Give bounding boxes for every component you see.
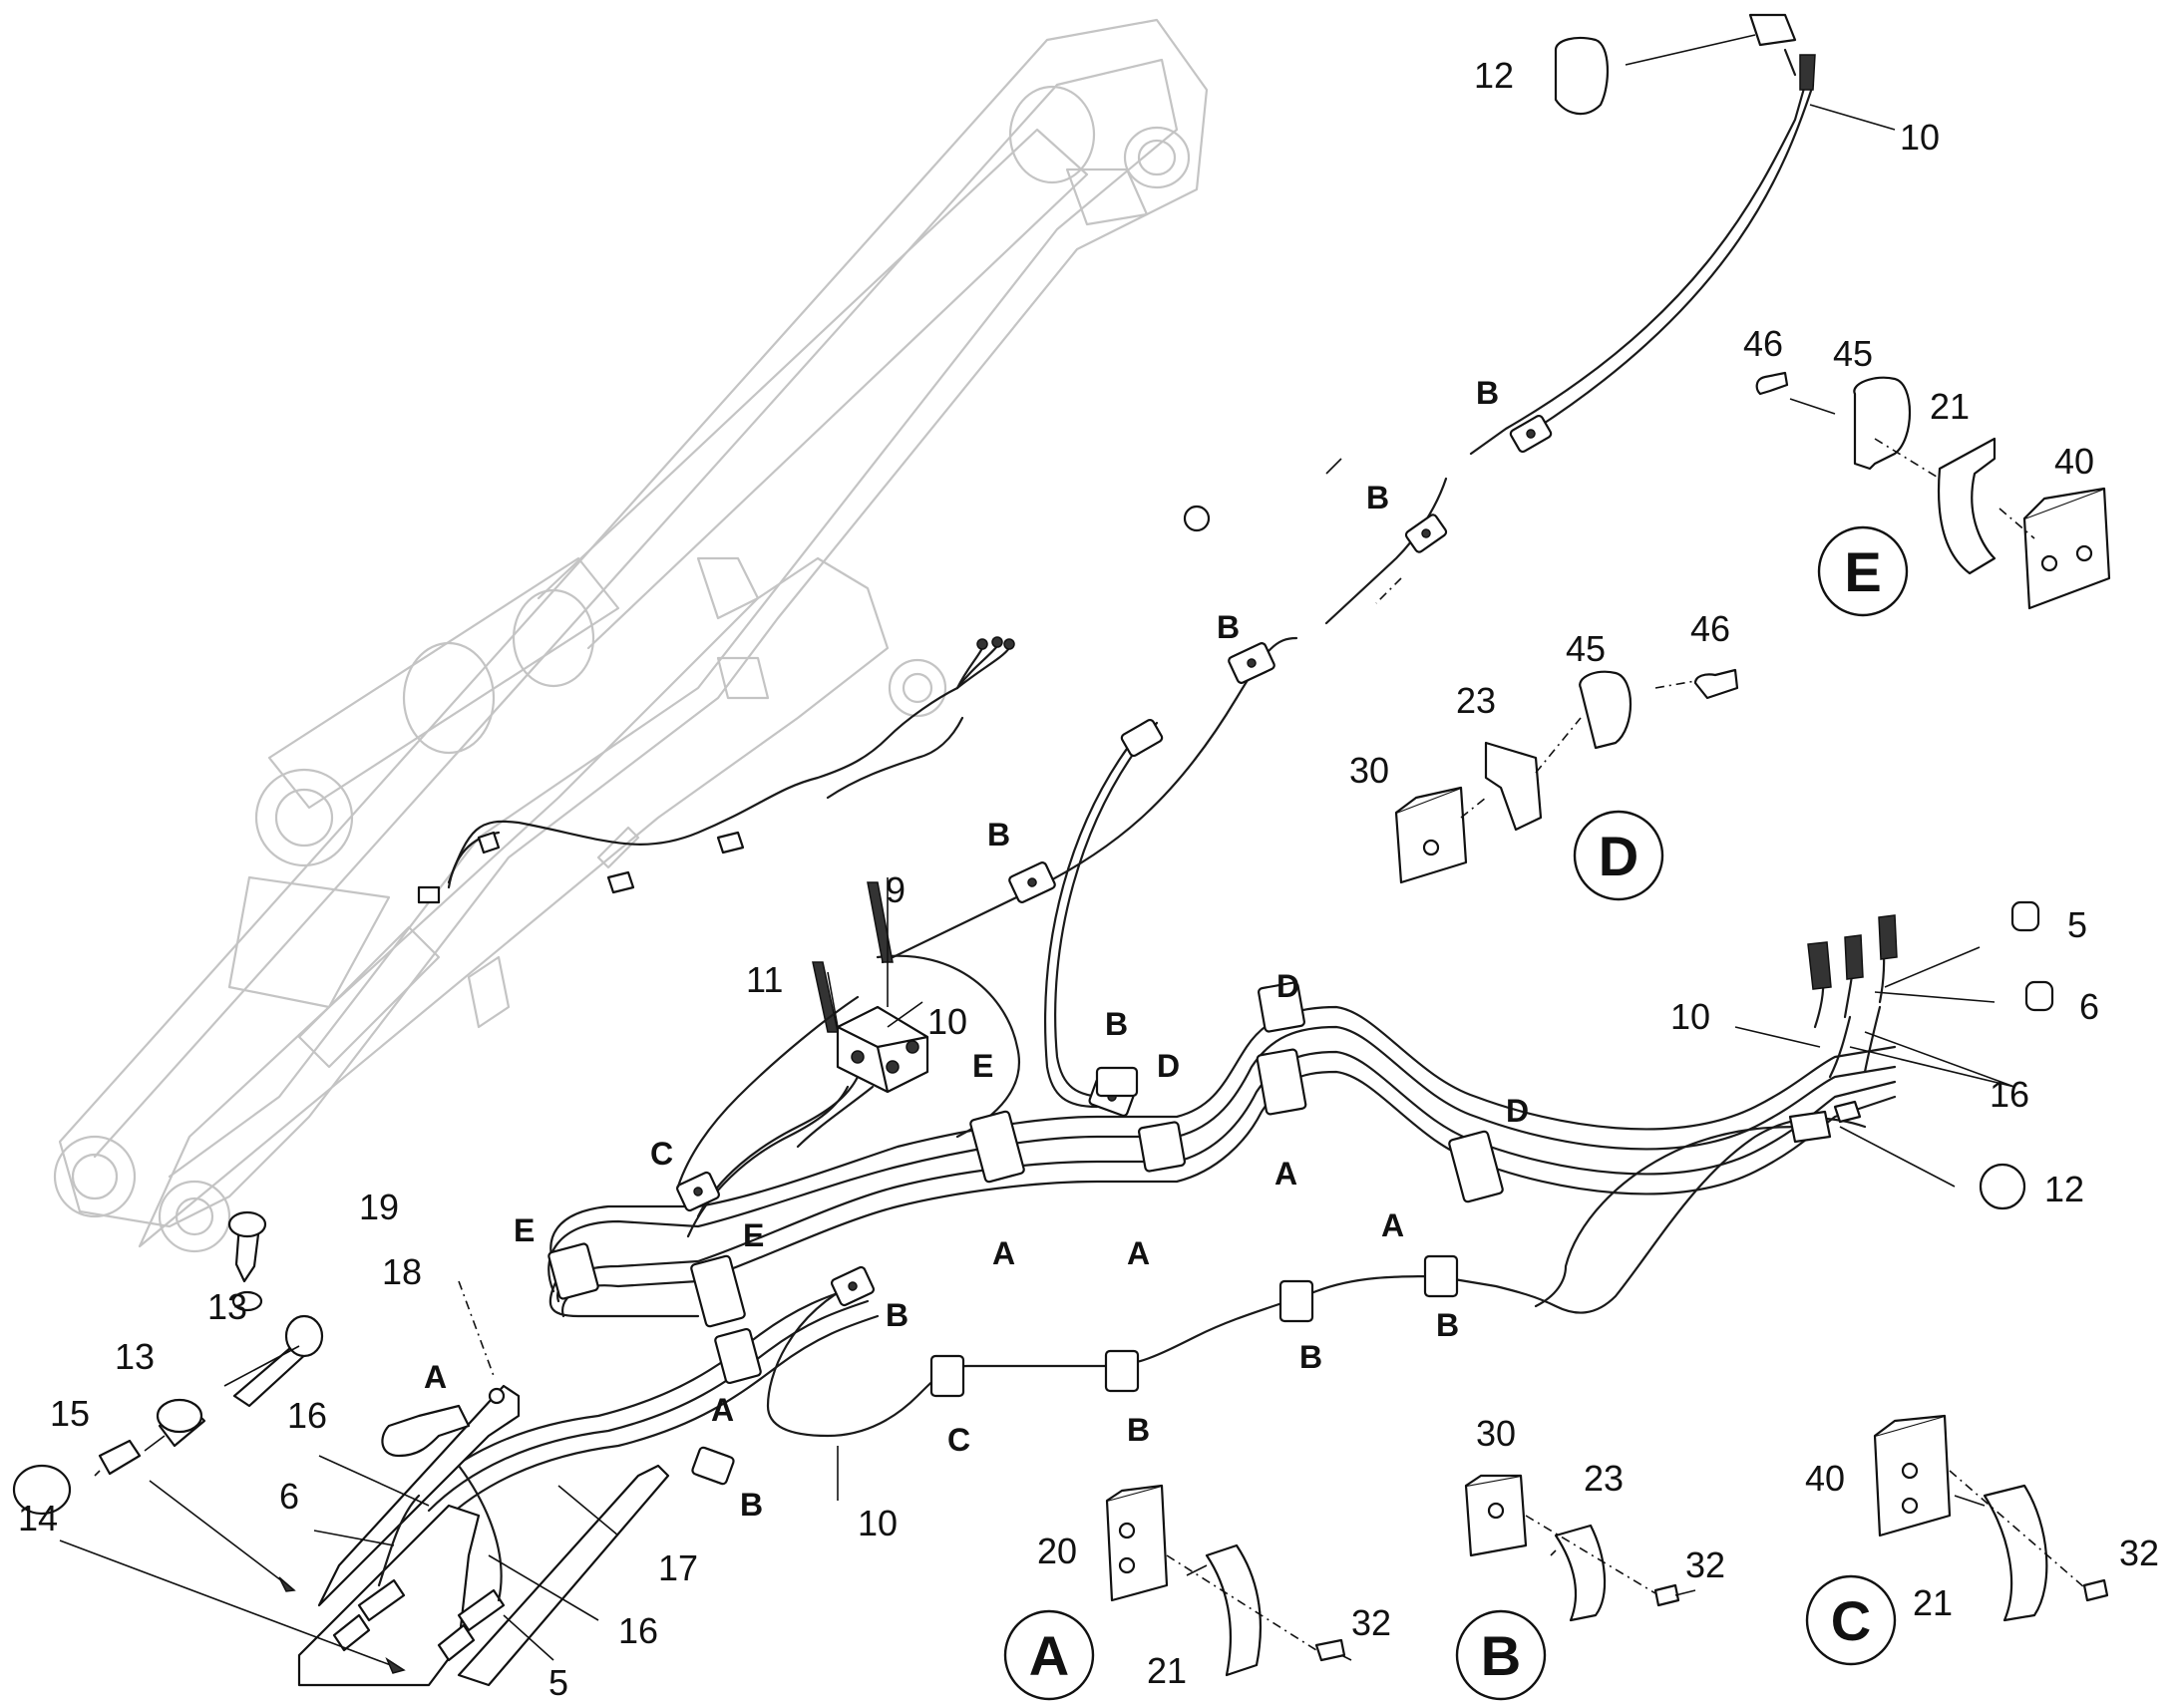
clamp-letter-b: B — [1476, 375, 1499, 411]
clamp-letter-a: A — [711, 1392, 734, 1428]
clamp-letter-a: A — [424, 1359, 447, 1395]
clamp-letter-e: E — [514, 1212, 535, 1248]
clamp-letter-a: A — [992, 1235, 1015, 1271]
clamp-letter-d: D — [1157, 1048, 1180, 1084]
callout-13-b: 13 — [115, 1336, 155, 1377]
clamp-letter-e: E — [743, 1217, 764, 1253]
callout-numbers: 12 10 46 45 21 40 23 45 46 30 9 11 10 5 … — [18, 55, 2159, 1703]
callout-20-a: 20 — [1037, 1531, 1077, 1571]
clamp-letter-b: B — [1217, 609, 1240, 645]
callout-15: 15 — [50, 1393, 90, 1434]
callout-12-right: 12 — [2044, 1169, 2084, 1209]
callout-21-a: 21 — [1147, 1650, 1187, 1691]
clamp-letter-b: B — [740, 1487, 763, 1523]
callout-32-c: 32 — [2119, 1533, 2159, 1573]
callout-14: 14 — [18, 1498, 58, 1538]
clamp-letter-a: A — [1381, 1207, 1404, 1243]
callout-6-right: 6 — [2079, 986, 2099, 1027]
callout-46-d: 46 — [1690, 608, 1730, 649]
callout-6-left: 6 — [279, 1476, 299, 1517]
clamp-letter-e: E — [972, 1048, 993, 1084]
callout-17: 17 — [658, 1547, 698, 1588]
clamp-letter-a: A — [1127, 1235, 1150, 1271]
callout-23-b: 23 — [1584, 1458, 1624, 1499]
detail-E-circle — [1817, 525, 1909, 617]
callout-13-a: 13 — [207, 1286, 247, 1327]
callout-10-bottom: 10 — [858, 1503, 898, 1543]
clamp-letter-b: B — [1299, 1339, 1322, 1375]
fittings-right — [1788, 900, 2054, 1210]
boom-wiring — [417, 636, 1015, 904]
clamp-letter-b: B — [1366, 480, 1389, 515]
callout-10-right: 10 — [1670, 996, 1710, 1037]
callout-40-c: 40 — [1805, 1458, 1845, 1499]
callout-11: 11 — [746, 959, 783, 1000]
callout-16-right: 16 — [1990, 1074, 2029, 1115]
callout-16-left: 16 — [287, 1395, 327, 1436]
clamp-letter-b: B — [886, 1297, 908, 1333]
hose-clamps — [547, 414, 1553, 1485]
clamp-letter-a: A — [1274, 1156, 1297, 1192]
callout-21-e: 21 — [1930, 386, 1970, 427]
leader-lines — [59, 34, 2035, 1674]
boom-arm-outline — [53, 18, 1209, 1253]
loose-clamp-b — [691, 1446, 735, 1486]
callout-32-b: 32 — [1685, 1544, 1725, 1585]
callout-32-a: 32 — [1351, 1602, 1391, 1643]
clamp-letter-b: B — [987, 817, 1010, 853]
detail-D-circle — [1573, 810, 1664, 901]
callout-21-c: 21 — [1913, 1582, 1953, 1623]
hose-bundle-main — [417, 48, 1897, 1528]
callout-10-mid: 10 — [927, 1001, 967, 1042]
detail-C-label: C — [1831, 1589, 1871, 1652]
clamp-letter-c: C — [947, 1422, 970, 1458]
callout-30-b: 30 — [1476, 1413, 1516, 1454]
callout-23-d: 23 — [1456, 680, 1496, 721]
clamp-letter-c: C — [650, 1136, 673, 1172]
mounting-bracket-assembly — [297, 1384, 670, 1687]
clamp-letter-d: D — [1276, 968, 1299, 1004]
callout-45-e: 45 — [1833, 333, 1873, 374]
clamp-letter-b: B — [1105, 1006, 1128, 1042]
clamp-letter-d: D — [1506, 1093, 1529, 1129]
detail-D-label: D — [1599, 825, 1638, 887]
detail-A-parts — [1105, 1484, 1346, 1677]
valve-block — [676, 881, 929, 1189]
callout-19: 19 — [359, 1187, 399, 1227]
detail-A-circle — [1003, 1609, 1095, 1701]
callout-12-top: 12 — [1474, 55, 1514, 96]
detail-E-parts — [1755, 371, 2111, 610]
callout-40-e: 40 — [2054, 441, 2094, 482]
detail-D-parts — [1394, 668, 1739, 884]
callout-18: 18 — [382, 1251, 422, 1292]
callout-46-e: 46 — [1743, 323, 1783, 364]
callout-45-d: 45 — [1566, 628, 1606, 669]
callout-9: 9 — [886, 869, 906, 910]
fittings-left — [12, 1210, 324, 1516]
clamp-letter-b: B — [1127, 1412, 1150, 1448]
detail-circles: E D A B C — [1003, 525, 1909, 1701]
callout-30-d: 30 — [1349, 750, 1389, 791]
detail-A-label: A — [1029, 1624, 1069, 1687]
detail-B-circle — [1455, 1609, 1547, 1701]
callout-16-bottom: 16 — [618, 1610, 658, 1651]
detail-C-parts — [1873, 1414, 2109, 1622]
top-fittings — [1554, 13, 1816, 116]
detail-E-label: E — [1844, 540, 1881, 603]
clamp-letter-b: B — [1436, 1307, 1459, 1343]
callout-5-right: 5 — [2067, 904, 2087, 945]
callout-5-bottom: 5 — [548, 1662, 568, 1703]
detail-B-label: B — [1481, 1624, 1521, 1687]
detail-C-circle — [1805, 1574, 1897, 1666]
callout-10-top: 10 — [1900, 117, 1940, 158]
clamp-letters: B B B B B D D D E E E C C A A A A A A B … — [424, 375, 1529, 1523]
detail-B-parts — [1464, 1474, 1680, 1622]
